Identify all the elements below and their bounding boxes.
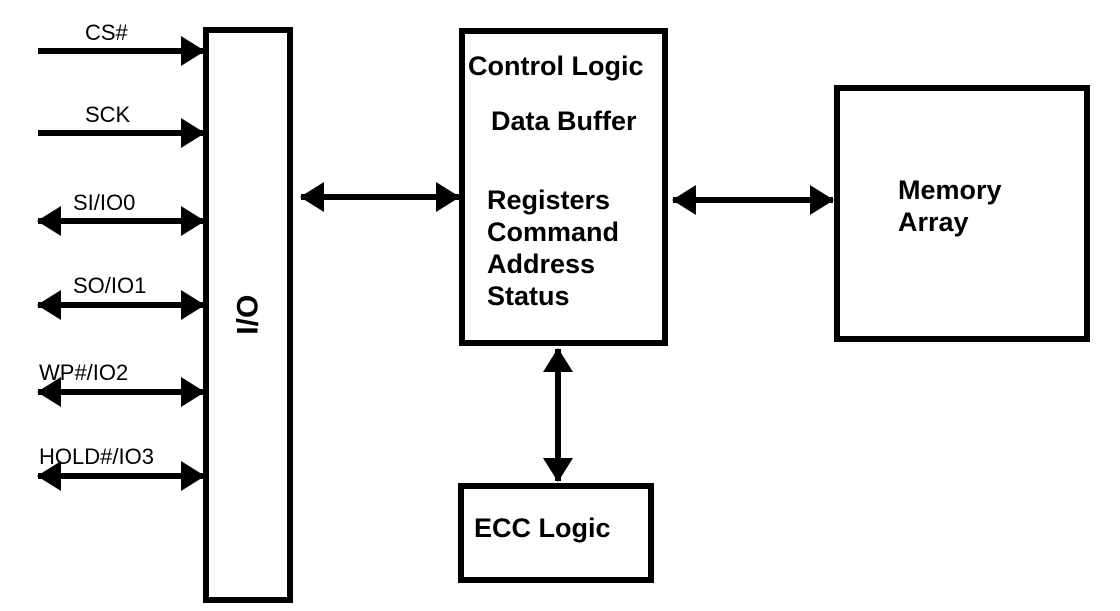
arrow-shaft xyxy=(301,194,459,200)
arrow-head-right-icon xyxy=(436,182,460,212)
arrow-shaft xyxy=(38,302,204,308)
io-block xyxy=(203,27,293,603)
arrow-shaft xyxy=(38,218,204,224)
arrow-shaft xyxy=(38,389,204,395)
control-logic-registers-label: Registers Command Address Status xyxy=(487,185,620,311)
control-logic-title: Control Logic xyxy=(468,51,644,81)
memory-array-block xyxy=(834,85,1090,342)
arrow-shaft xyxy=(38,48,204,54)
arrow-head-left-icon xyxy=(672,185,696,215)
arrow-head-right-icon xyxy=(181,377,205,407)
arrow-head-right-icon xyxy=(181,118,205,148)
ecc-logic-label: ECC Logic xyxy=(474,513,611,543)
arrow-shaft xyxy=(673,197,833,203)
arrow-head-right-icon xyxy=(181,206,205,236)
arrow-head-right-icon xyxy=(181,290,205,320)
io-block-label-text: I/O xyxy=(231,294,265,335)
signal-label-sck: SCK xyxy=(85,102,131,127)
io-block-label: I/O xyxy=(203,27,293,603)
arrow-shaft xyxy=(555,349,561,481)
signal-label-cs: CS# xyxy=(85,20,128,45)
arrow-head-left-icon xyxy=(37,461,61,491)
control-logic-data-buffer-label: Data Buffer xyxy=(491,106,637,136)
arrow-head-left-icon xyxy=(37,290,61,320)
signal-label-so-io1: SO/IO1 xyxy=(73,273,147,298)
arrow-head-left-icon xyxy=(37,206,61,236)
arrow-shaft xyxy=(38,473,204,479)
arrow-head-up-icon xyxy=(543,348,573,372)
arrow-head-right-icon xyxy=(181,36,205,66)
arrow-head-left-icon xyxy=(300,182,324,212)
arrow-head-right-icon xyxy=(810,185,834,215)
arrow-head-right-icon xyxy=(181,461,205,491)
signal-label-si-io0: SI/IO0 xyxy=(73,190,136,215)
ecc-logic-block xyxy=(458,483,654,583)
memory-array-label: Memory Array xyxy=(898,175,1002,237)
control-logic-block xyxy=(459,28,668,346)
arrow-head-left-icon xyxy=(37,377,61,407)
arrow-head-down-icon xyxy=(543,458,573,482)
arrow-shaft xyxy=(38,130,204,136)
